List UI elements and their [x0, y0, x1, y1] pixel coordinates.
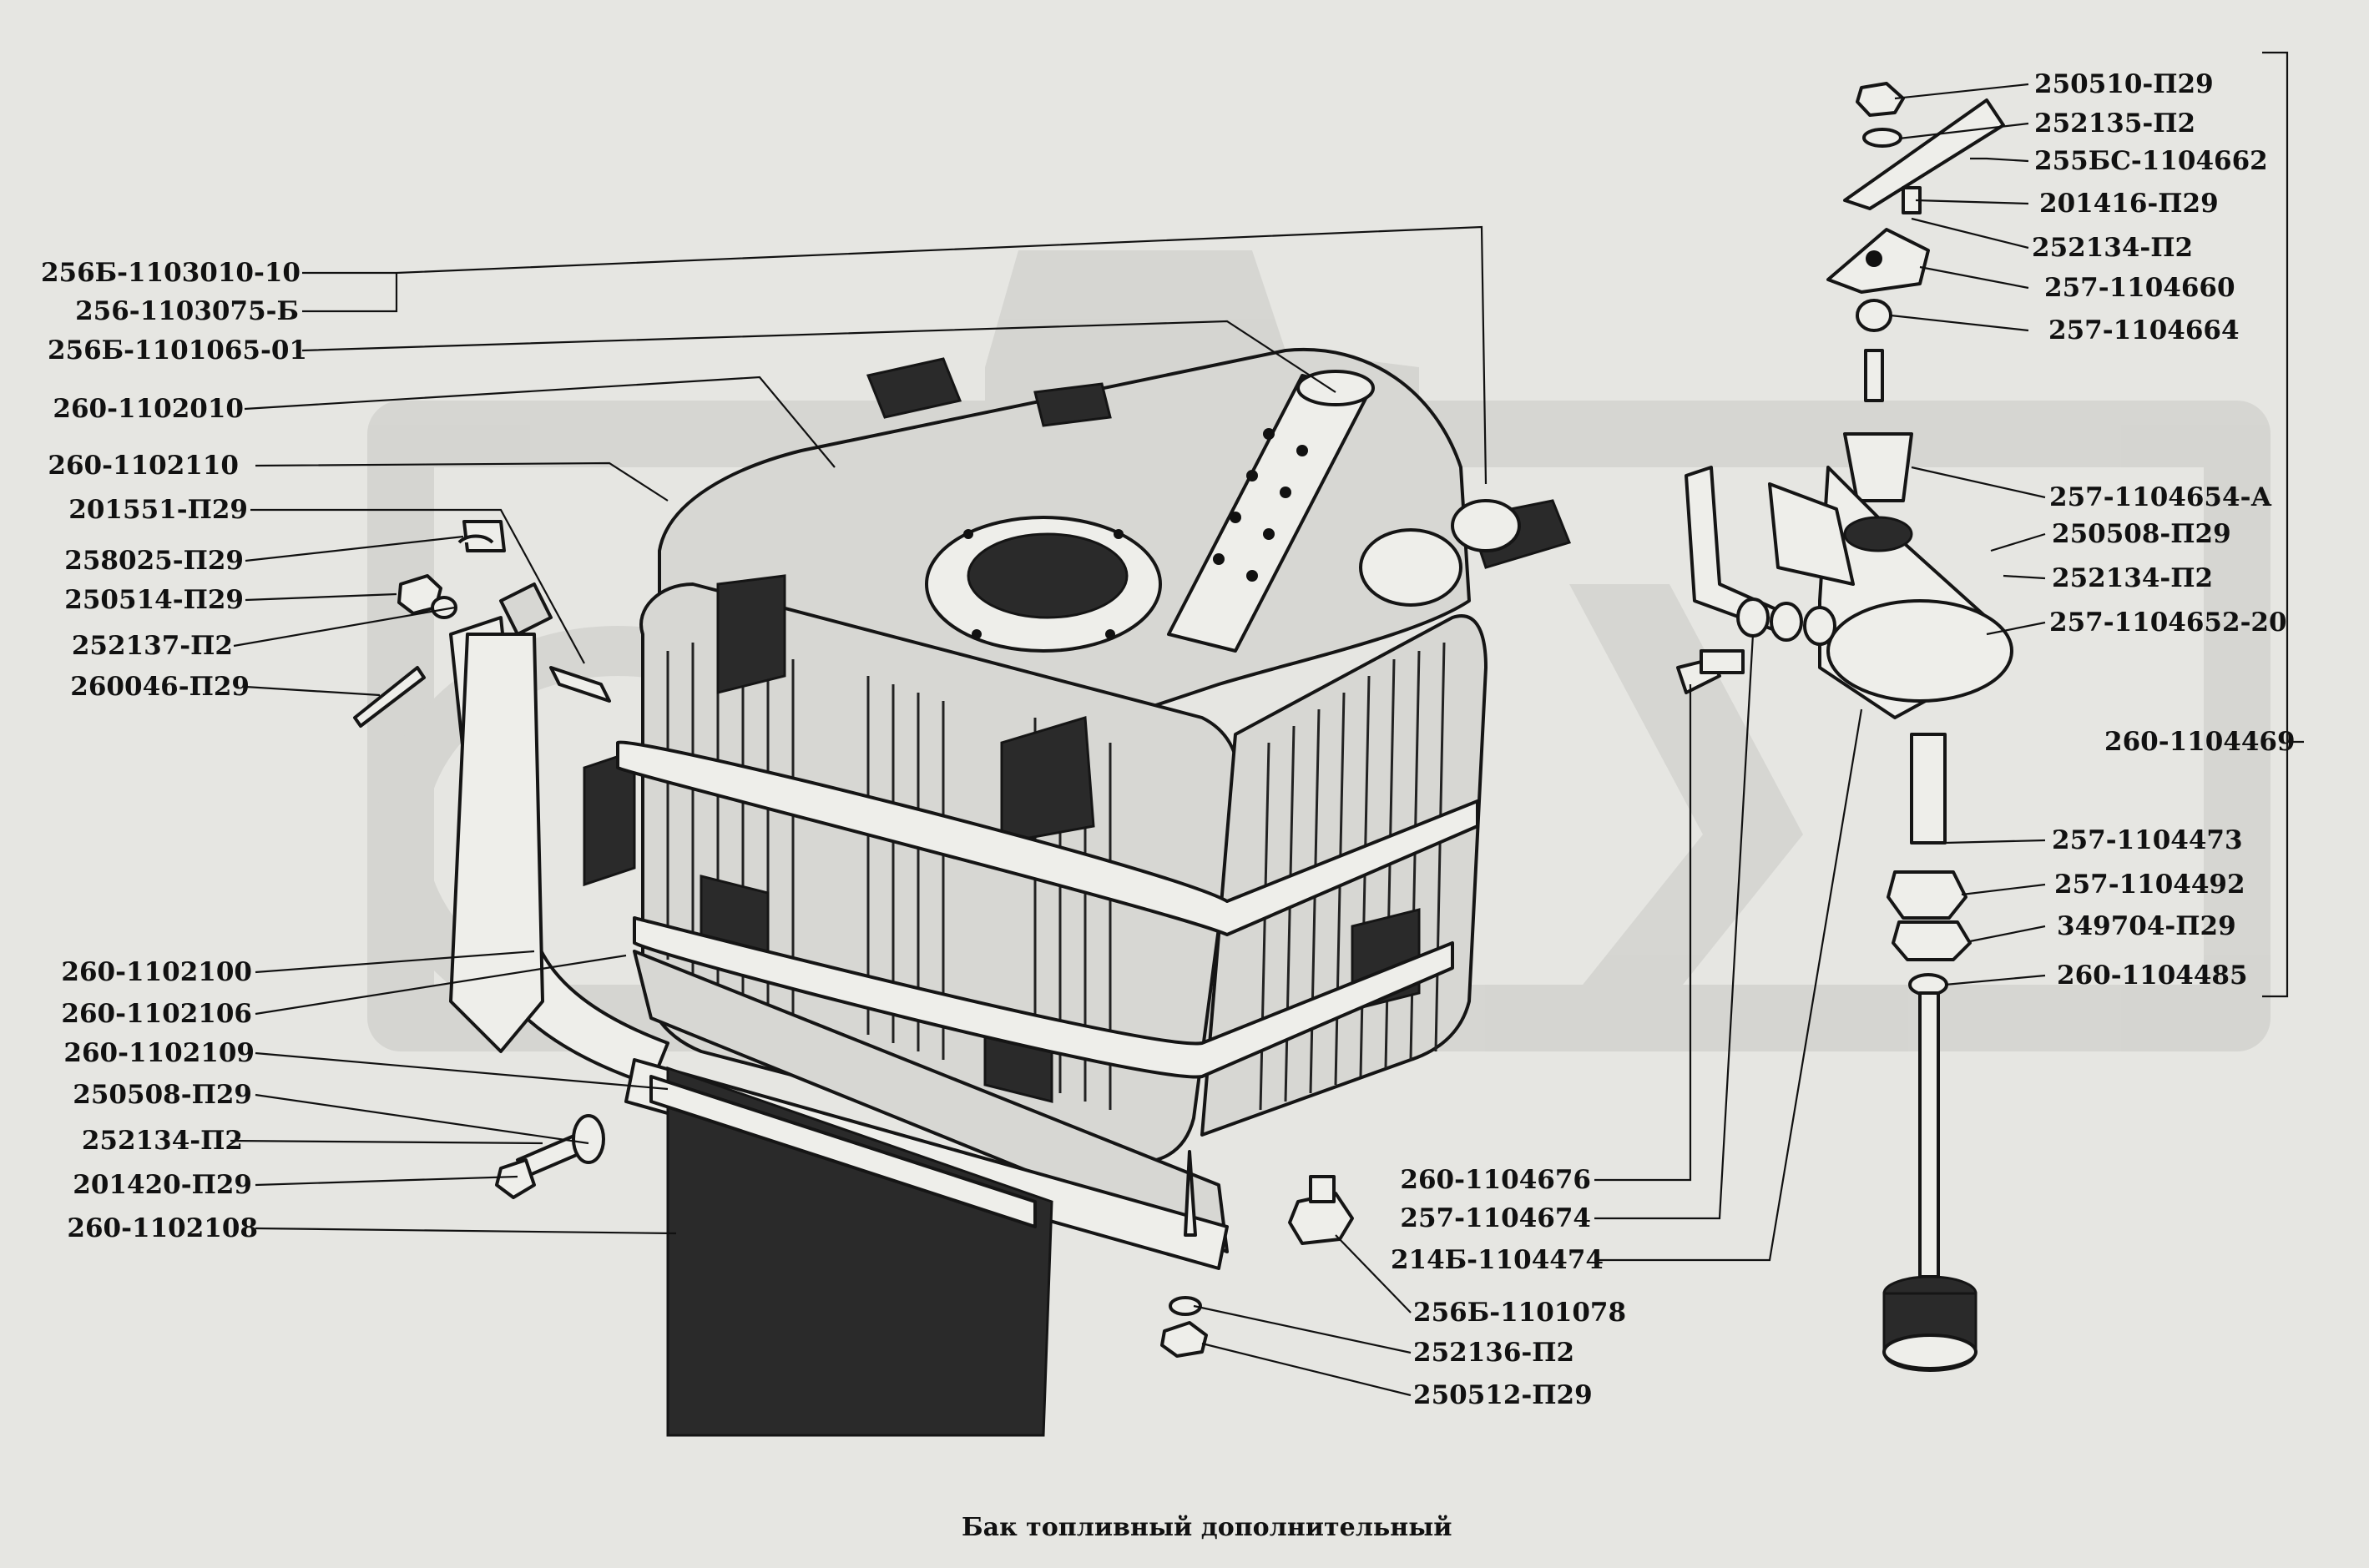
part-label: 258025-П29 [64, 546, 244, 576]
part-label: 252136-П2 [1413, 1338, 1574, 1368]
bottom-plate-and-flap [624, 950, 1229, 1437]
part-label: 252135-П2 [2034, 108, 2195, 139]
part-label: 250514-П29 [64, 585, 244, 615]
part-label: 256Б-1101065-01 [48, 335, 307, 366]
part-label: 257-1104652-20 [2049, 608, 2287, 638]
part-label: 252134-П2 [2032, 233, 2193, 263]
part-label: 201551-П29 [68, 495, 248, 525]
bottom-labels: 260-1104676 257-1104674 214Б-1104474 [1391, 1165, 1604, 1275]
fuel-sender-assembly [1676, 82, 2013, 1372]
left-labels: 256Б-1103010-10 256-1103075-Б 256Б-11010… [41, 258, 307, 1243]
part-label: 252134-П2 [2052, 563, 2213, 593]
part-label: 257-1104664 [2048, 315, 2240, 345]
part-label: 250508-П29 [2052, 519, 2231, 549]
part-label: 250508-П29 [73, 1080, 252, 1110]
part-label: 260-1102108 [67, 1213, 258, 1243]
part-label: 257-1104660 [2044, 273, 2235, 303]
part-label: 201420-П29 [73, 1170, 252, 1200]
assembly-label: 260-1104469 [2104, 727, 2296, 757]
part-label: 201416-П29 [2039, 189, 2219, 219]
part-label: 214Б-1104474 [1391, 1245, 1604, 1275]
part-label: 260-1104676 [1400, 1165, 1591, 1195]
part-label: 349704-П29 [2057, 911, 2236, 941]
diagram-caption: Бак топливный дополнительный [962, 1513, 1452, 1542]
part-label: 257-1104654-А [2049, 482, 2272, 512]
part-label: 260046-П29 [70, 672, 250, 702]
lower-right-labels: 256Б-1101078 252136-П2 250512-П29 [1413, 1298, 1626, 1410]
part-label: 260-1102106 [61, 999, 252, 1029]
part-label: 260-1102110 [48, 451, 239, 481]
part-label: 260-1102010 [53, 394, 244, 424]
fasteners-left [353, 520, 611, 1199]
part-label: 250512-П29 [1413, 1380, 1593, 1410]
part-label: 257-1104492 [2054, 870, 2245, 900]
part-label: 252134-П2 [82, 1126, 243, 1156]
part-label: 256-1103075-Б [75, 296, 299, 326]
right-mid-labels: 257-1104654-А 250508-П29 252134-П2 257-1… [2049, 482, 2287, 991]
part-label: 260-1102100 [61, 957, 252, 987]
leader-lines [230, 51, 2304, 1397]
part-label: 260-1104485 [2057, 960, 2248, 991]
part-label: 252137-П2 [72, 631, 233, 661]
part-label: 250510-П29 [2034, 69, 2214, 99]
right-top-labels: 250510-П29 252135-П2 255БС-1104662 20141… [2032, 69, 2268, 345]
part-label: 256Б-1103010-10 [41, 258, 301, 288]
part-label: 257-1104674 [1400, 1203, 1591, 1233]
part-label: 255БС-1104662 [2034, 146, 2268, 176]
part-label: 256Б-1101078 [1413, 1298, 1626, 1328]
part-label: 257-1104473 [2052, 825, 2243, 855]
part-label: 260-1102109 [63, 1038, 255, 1068]
